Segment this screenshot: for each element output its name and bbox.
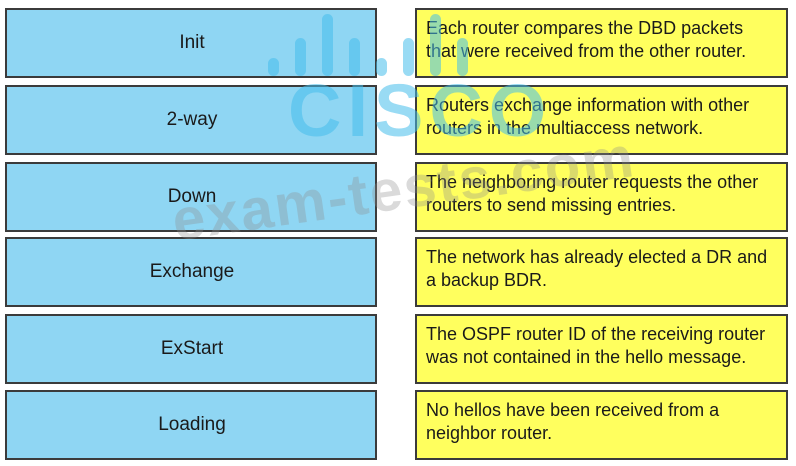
description-text: Each router compares the DBD packets tha… xyxy=(426,18,747,61)
description-target[interactable]: The neighboring router requests the othe… xyxy=(415,162,788,232)
description-text: Routers exchange information with other … xyxy=(426,95,750,138)
description-target[interactable]: The OSPF router ID of the receiving rout… xyxy=(415,314,788,384)
description-target[interactable]: Routers exchange information with other … xyxy=(415,85,788,155)
state-box-exchange[interactable]: Exchange xyxy=(5,237,377,307)
description-target[interactable]: The network has already elected a DR and… xyxy=(415,237,788,307)
description-target[interactable]: Each router compares the DBD packets tha… xyxy=(415,8,788,78)
state-box-down[interactable]: Down xyxy=(5,162,377,232)
state-box-2-way[interactable]: 2-way xyxy=(5,85,377,155)
description-text: No hellos have been received from a neig… xyxy=(426,400,720,443)
state-label: Init xyxy=(179,32,205,53)
state-box-loading[interactable]: Loading xyxy=(5,390,377,460)
state-box-init[interactable]: Init xyxy=(5,8,377,78)
state-label: ExStart xyxy=(160,338,224,359)
description-text: The OSPF router ID of the receiving rout… xyxy=(426,324,766,367)
state-label: 2-way xyxy=(166,109,218,130)
description-target[interactable]: No hellos have been received from a neig… xyxy=(415,390,788,460)
state-box-exstart[interactable]: ExStart xyxy=(5,314,377,384)
state-label: Exchange xyxy=(149,261,235,282)
state-label: Down xyxy=(167,186,217,207)
description-text: The network has already elected a DR and… xyxy=(426,247,768,290)
description-text: The neighboring router requests the othe… xyxy=(426,172,759,215)
state-label: Loading xyxy=(158,414,226,435)
